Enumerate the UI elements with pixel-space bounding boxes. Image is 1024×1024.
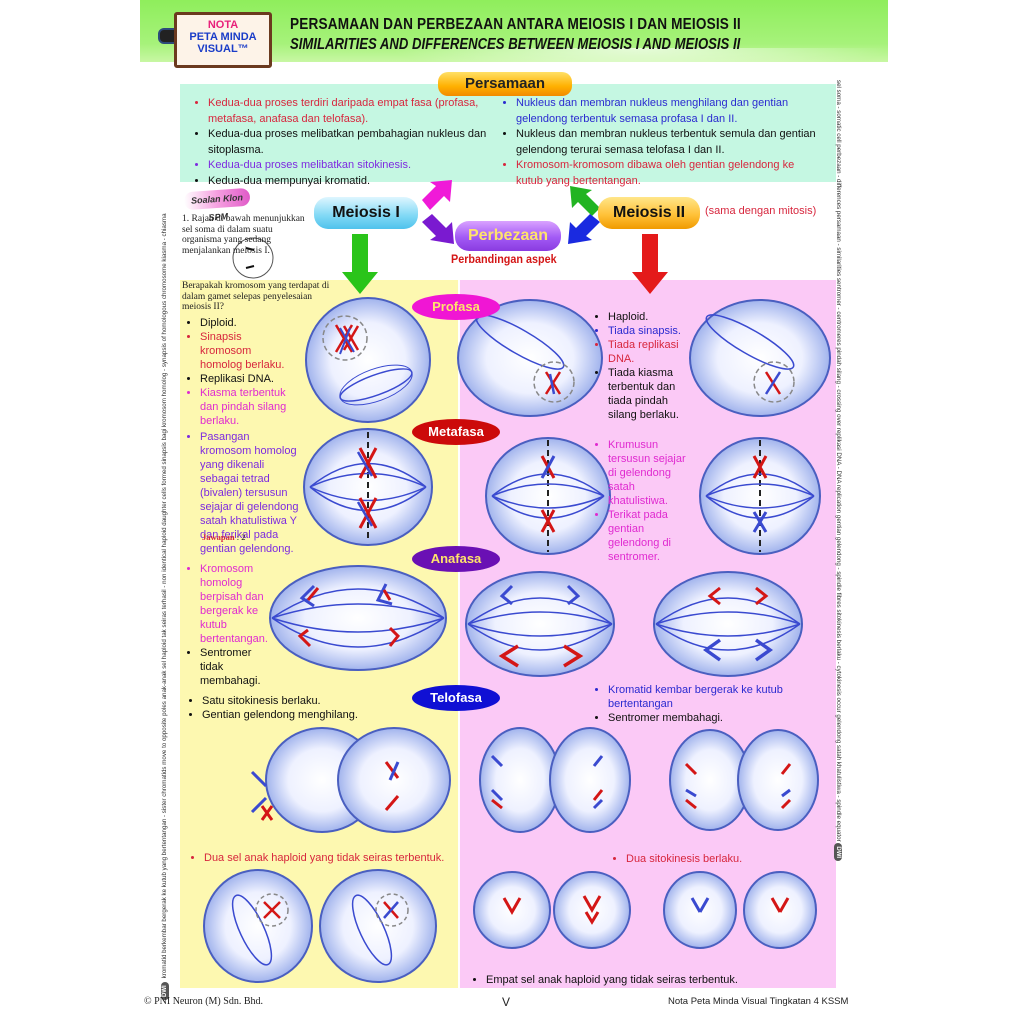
spm-answer: Jawapan : 2: [202, 532, 245, 542]
book-title: Nota Peta Minda Visual Tingkatan 4 KSSM: [668, 996, 849, 1007]
list-item: Kromatid kembar bergerak ke kutub berten…: [608, 683, 822, 711]
arrow-down-meiosis1: [342, 234, 378, 294]
page-title-malay: PERSAMAAN DAN PERBEZAAN ANTARA MEIOSIS I…: [290, 16, 741, 33]
meiosis-2-metafasa-notes: Krumusun tersusun sejajar di gelendong s…: [592, 438, 692, 564]
list-item: Sinapsis kromosom homolog berlaku.: [200, 330, 294, 372]
cell-daughter-meiosis1-b: [319, 869, 437, 983]
differences-node: Perbezaan: [455, 221, 561, 251]
copyright: © PNI Neuron (M) Sdn. Bhd.: [144, 996, 263, 1007]
page-number: V: [502, 995, 511, 1009]
question-cell-diagram: [232, 237, 274, 279]
spm-question-followup: Berapakah kromosom yang terdapat di dala…: [182, 281, 330, 312]
cell-anaphase-2-a: [465, 571, 615, 677]
logo-line-1: NOTA: [207, 19, 239, 31]
logo: NOTA PETA MINDA VISUAL™: [174, 12, 272, 68]
cell-metaphase-1: [303, 428, 433, 546]
spm-question-text: 1. Rajah di bawah menunjukkan sel soma d…: [182, 214, 305, 256]
list-item: Kedua-dua proses melibatkan pembahagian …: [208, 127, 508, 158]
meiosis-2-profasa-notes: Haploid. Tiada sinapsis. Tiada replikasi…: [592, 310, 692, 422]
diagram-layer: [203, 180, 831, 983]
meiosis-1-telofasa-notes: Satu sitokinesis berlaku. Gentian gelend…: [186, 694, 406, 722]
list-item: Tiada sinapsis.: [608, 324, 692, 338]
cell-daughter-meiosis1-a: [203, 869, 313, 983]
list-item: Empat sel anak haploid yang tidak seiras…: [486, 973, 830, 987]
list-item: Krumusun tersusun sejajar di gelendong s…: [608, 438, 692, 508]
cells-daughter-meiosis2: [473, 871, 817, 949]
arrow-meiosis2-to-differences: [568, 214, 600, 244]
list-item: Kedua-dua proses melibatkan sitokinesis.: [208, 158, 508, 174]
list-item: Gentian gelendong menghilang.: [202, 708, 406, 722]
cell-prophase-1: [305, 297, 431, 423]
list-item: Tiada replikasi DNA.: [608, 338, 692, 366]
cell-metaphase-2-b: [699, 437, 821, 555]
list-item: Kedua-dua mempunyai kromatid.: [208, 174, 508, 190]
list-item: Sentromer tidak membahagi.: [200, 646, 274, 688]
meiosis-2-result: Empat sel anak haploid yang tidak seiras…: [470, 973, 830, 987]
cell-telophase-1: [250, 727, 451, 833]
list-item: Dua sitokinesis berlaku.: [626, 852, 810, 866]
comparison-aspect-label: Perbandingan aspek: [451, 252, 557, 266]
cell-prophase-2-a: [457, 299, 603, 417]
list-item: Haploid.: [608, 310, 692, 324]
answer-value: : 2: [236, 532, 246, 542]
phase-label-anafasa: Anafasa: [412, 546, 500, 572]
arrow-meiosis1-to-differences: [422, 214, 454, 244]
list-item: Pasangan kromosom homolog yang dikenali …: [200, 430, 300, 556]
cell-metaphase-2-a: [485, 437, 611, 555]
similarities-list-right: Nukleus dan membran nukleus menghilang d…: [494, 96, 816, 189]
list-item: Kiasma terbentuk dan pindah silang berla…: [200, 386, 294, 428]
list-item: Diploid.: [200, 316, 294, 330]
poster-page: NOTA PETA MINDA VISUAL™ PERSAMAAN DAN PE…: [140, 0, 890, 1024]
list-item: Dua sel anak haploid yang tidak seiras t…: [204, 851, 458, 865]
meiosis-1-metafasa-notes: Pasangan kromosom homolog yang dikenali …: [184, 430, 300, 556]
list-item: Nukleus dan membran nukleus menghilang d…: [516, 96, 816, 127]
list-item: Replikasi DNA.: [200, 372, 294, 386]
phase-label-metafasa: Metafasa: [412, 419, 500, 445]
meiosis-1-anafasa-notes: Kromosom homolog berpisah dan bergerak k…: [184, 562, 274, 688]
meiosis-2-note: (sama dengan mitosis): [705, 205, 817, 217]
similarities-list-left: Kedua-dua proses terdiri daripada empat …: [186, 96, 508, 189]
meiosis-2-node: Meiosis II: [598, 197, 700, 229]
list-item: Satu sitokinesis berlaku.: [202, 694, 406, 708]
meiosis-2-anafasa-notes: Kromatid kembar bergerak ke kutub berten…: [592, 683, 822, 725]
logo-line-2: PETA MINDA: [189, 31, 257, 43]
cell-telophase-2-a: [479, 727, 631, 833]
list-item: Nukleus dan membran nukleus terbentuk se…: [516, 127, 816, 158]
logo-line-3: VISUAL™: [197, 43, 249, 55]
list-item: Kromosom-kromosom dibawa oleh gentian ge…: [516, 158, 816, 189]
meiosis-1-result: Dua sel anak haploid yang tidak seiras t…: [188, 851, 458, 865]
meiosis-2-telofasa-notes: Dua sitokinesis berlaku.: [610, 852, 810, 866]
page-title-english: SIMILARITIES AND DIFFERENCES BETWEEN MEI…: [290, 36, 741, 53]
arrow-meiosis1-to-similarities: [422, 180, 452, 210]
cell-prophase-2-b: [689, 299, 831, 417]
arrow-down-meiosis2: [632, 234, 668, 294]
list-item: Tiada kiasma terbentuk dan tiada pindah …: [608, 366, 692, 422]
cell-anaphase-2-b: [653, 571, 803, 677]
similarities-panel: [180, 84, 836, 182]
list-item: Kromosom homolog berpisah dan bergerak k…: [200, 562, 274, 646]
phase-label-telofasa: Telofasa: [412, 685, 500, 711]
list-item: Kedua-dua proses terdiri daripada empat …: [208, 96, 508, 127]
answer-label: Jawapan: [202, 532, 235, 542]
list-item: Sentromer membahagi.: [608, 711, 822, 725]
meiosis-1-profasa-notes: Diploid. Sinapsis kromosom homolog berla…: [184, 316, 294, 428]
similarities-label: Persamaan: [438, 72, 572, 96]
phase-label-profasa: Profasa: [412, 294, 500, 320]
arrow-meiosis2-to-similarities: [570, 186, 600, 216]
list-item: Terikat pada gentian gelendong di sentro…: [608, 508, 692, 564]
cell-telophase-2-b: [669, 729, 819, 831]
meiosis-1-node: Meiosis I: [314, 197, 418, 229]
cell-anaphase-1: [269, 565, 447, 671]
